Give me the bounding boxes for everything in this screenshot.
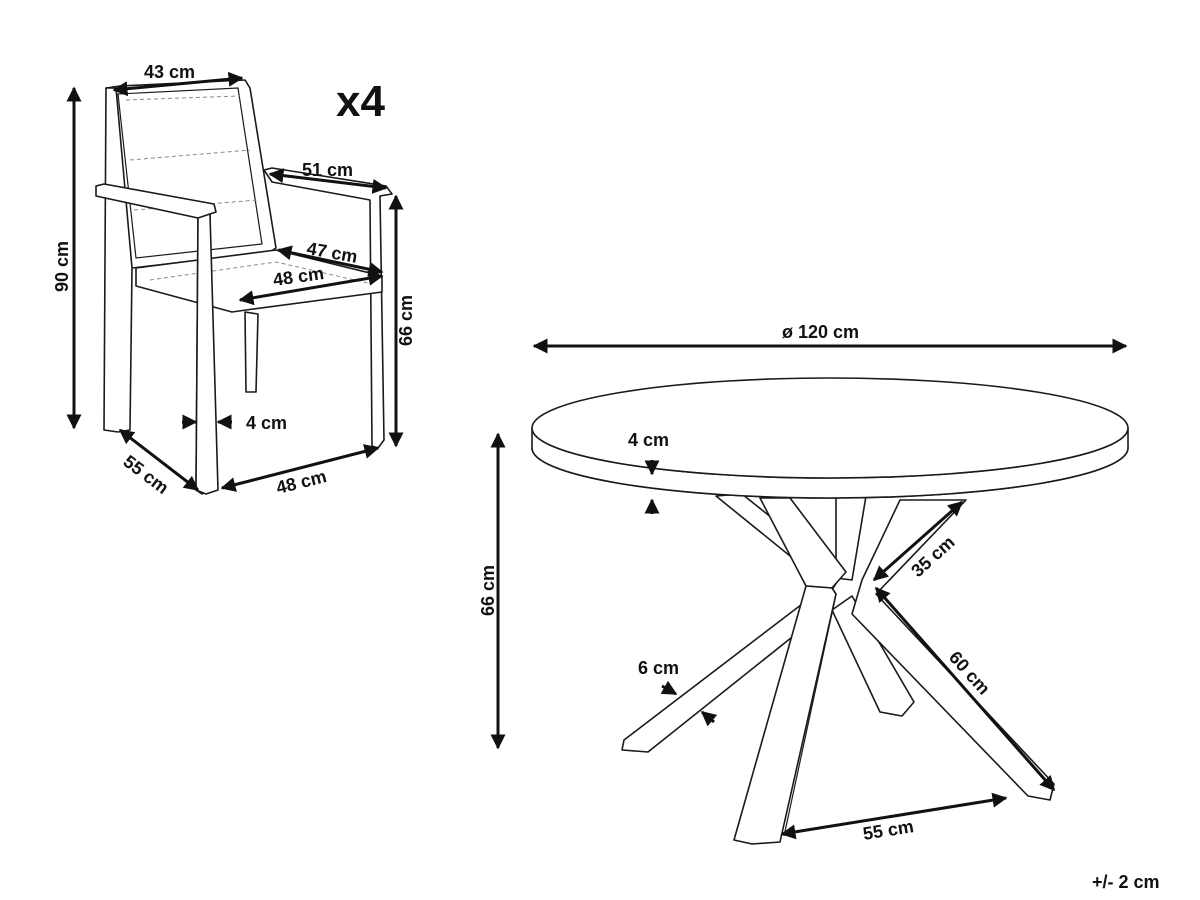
chair-arm-height-label: 66 cm	[396, 295, 416, 346]
table-diameter-label: ø 120 cm	[782, 322, 859, 342]
table-leg-left	[621, 597, 827, 753]
table-leg-upper-cross	[759, 497, 847, 589]
table-top	[531, 377, 1129, 479]
chair-leg-thickness-label: 4 cm	[246, 413, 287, 433]
chair-backrest	[105, 79, 277, 269]
chair-dimensions	[66, 71, 404, 492]
tolerance-note: +/- 2 cm	[1092, 872, 1160, 892]
chair-right-arm	[263, 167, 393, 449]
chair-base-depth-label: 55 cm	[120, 451, 173, 498]
table-top-thickness-label: 4 cm	[628, 430, 669, 450]
chair-back-width-label: 43 cm	[144, 62, 195, 82]
table-dimensions	[490, 338, 1128, 840]
table-leg-width-label: 6 cm	[638, 658, 679, 678]
chair-quantity-label: x4	[336, 77, 385, 126]
table-height-label: 66 cm	[478, 565, 498, 616]
chair-arm-depth-label: 51 cm	[302, 160, 353, 180]
chair-back-leg	[244, 311, 259, 393]
chair-base-width-label: 48 cm	[274, 466, 328, 498]
chair-height-label: 90 cm	[52, 241, 72, 292]
chair-drawing	[95, 79, 393, 495]
